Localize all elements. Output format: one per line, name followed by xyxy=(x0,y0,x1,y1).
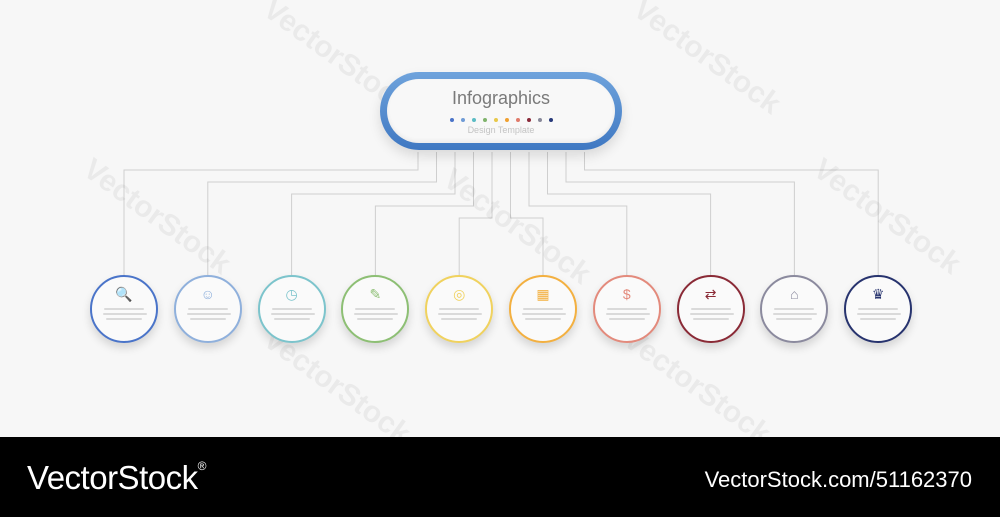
text-line xyxy=(104,308,144,310)
text-line xyxy=(690,308,731,310)
connector-line xyxy=(207,152,437,275)
hub-dot xyxy=(537,118,542,122)
connector-line xyxy=(510,152,544,275)
text-line xyxy=(106,318,142,320)
text-line xyxy=(522,313,566,315)
step-circle: ◷ xyxy=(257,275,326,343)
text-line xyxy=(186,313,231,315)
connector-line xyxy=(528,152,628,275)
text-line xyxy=(273,318,310,320)
footer-bar: VectorStock® VectorStock.com/51162370 xyxy=(0,437,1000,517)
text-line xyxy=(523,308,563,310)
step-placeholder-text xyxy=(522,308,566,323)
step-circle: $ xyxy=(592,275,661,343)
step-placeholder-text xyxy=(103,308,147,323)
text-line xyxy=(605,313,650,315)
step-circle: ▦ xyxy=(509,275,577,343)
connector-line xyxy=(584,152,879,275)
step-placeholder-text xyxy=(438,308,483,323)
central-hub: Infographics Design Template xyxy=(380,72,622,150)
step-placeholder-text xyxy=(354,308,399,323)
document-edit-icon: ✎ xyxy=(369,286,382,302)
step-placeholder-text xyxy=(605,308,650,323)
step-circle: ✎ xyxy=(341,275,410,343)
text-line xyxy=(692,318,729,320)
calendar-icon: ▦ xyxy=(536,286,550,302)
step-placeholder-text xyxy=(270,308,315,323)
text-line xyxy=(857,313,902,315)
text-line xyxy=(354,313,399,315)
text-line xyxy=(606,308,647,310)
hub-dot xyxy=(548,118,553,122)
footer-url: VectorStock.com/51162370 xyxy=(704,467,972,492)
step-circle: ⌂ xyxy=(760,275,829,343)
hub-dot xyxy=(482,118,487,122)
step-placeholder-text xyxy=(857,308,902,323)
people-exchange-icon: ⇄ xyxy=(704,286,717,302)
text-line xyxy=(608,318,645,320)
text-line xyxy=(858,308,899,310)
hub-dot xyxy=(460,118,465,122)
text-line xyxy=(438,313,483,315)
text-line xyxy=(774,308,815,310)
registered-mark: ® xyxy=(197,459,207,473)
head-idea-icon: ☺ xyxy=(200,286,215,302)
connector-line xyxy=(565,152,795,275)
step-circle: ⇄ xyxy=(676,275,745,343)
step-placeholder-text xyxy=(186,308,231,323)
text-line xyxy=(689,313,734,315)
text-line xyxy=(189,318,226,320)
text-line xyxy=(355,308,396,310)
connector-line xyxy=(291,152,456,275)
connector-line xyxy=(123,152,419,275)
brand-name: VectorStock xyxy=(27,459,198,496)
hub-body: Infographics Design Template xyxy=(387,79,615,143)
text-line xyxy=(103,313,147,315)
text-line xyxy=(776,318,813,320)
target-icon: ◎ xyxy=(453,286,466,302)
step-placeholder-text xyxy=(689,308,734,323)
text-line xyxy=(357,318,394,320)
text-line xyxy=(270,313,315,315)
text-line xyxy=(271,308,312,310)
step-circle: ♛ xyxy=(844,275,913,343)
hub-title: Infographics xyxy=(451,88,551,108)
dollar-coin-icon: $ xyxy=(622,286,631,302)
trophy-icon: ♛ xyxy=(871,286,885,302)
step-circle: 🔍 xyxy=(90,275,158,343)
text-line xyxy=(187,308,228,310)
text-line xyxy=(525,318,561,320)
step-placeholder-text xyxy=(773,308,818,323)
hub-dot xyxy=(493,118,498,122)
hub-dot xyxy=(471,118,476,122)
clock-icon: ◷ xyxy=(285,286,298,302)
text-line xyxy=(773,313,818,315)
step-circle: ◎ xyxy=(425,275,494,343)
hub-dot xyxy=(449,118,454,122)
hub-subtitle: Design Template xyxy=(467,125,535,135)
hub-dot xyxy=(515,118,520,122)
hub-dot xyxy=(526,118,531,122)
hub-dot xyxy=(504,118,509,122)
hub-color-dots xyxy=(387,116,615,122)
step-circle: ☺ xyxy=(173,275,242,343)
footer-brand: VectorStock® xyxy=(27,459,206,497)
text-line xyxy=(860,318,897,320)
connector-line xyxy=(374,152,474,275)
text-line xyxy=(441,318,478,320)
magnifier-icon: 🔍 xyxy=(115,286,133,302)
infographic-canvas: VectorStock VectorStock VectorStock Vect… xyxy=(77,0,967,437)
connector-line xyxy=(458,152,493,275)
house-icon: ⌂ xyxy=(790,286,799,302)
connector-line xyxy=(547,152,712,275)
connector-lines xyxy=(123,152,879,275)
text-line xyxy=(439,308,480,310)
